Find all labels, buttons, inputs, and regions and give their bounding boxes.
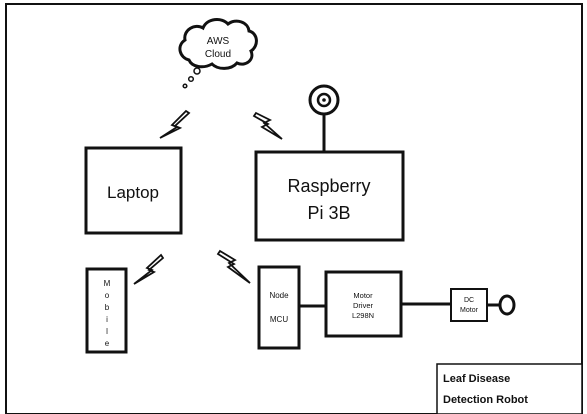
mobile-letter: M [104,279,111,288]
raspberry-label-line2: Pi 3B [307,203,350,223]
diagram-frame [5,3,583,414]
mobile-letter: l [106,327,108,336]
mobile-letter: i [106,315,108,324]
wheel-icon [498,294,516,316]
caption-box [436,363,583,414]
laptop-block [84,146,183,235]
dc-motor-label-line1: DC [464,297,474,304]
wireless-bolt-icon [133,253,165,285]
node-mcu-label-line1: Node [269,291,289,300]
cloud-label-line1: AWS [207,36,230,47]
caption-line2: Detection Robot [443,394,528,406]
mobile-label: M o b i l e [104,279,111,348]
dc-motor-label-line2: Motor [460,307,479,314]
laptop-label: Laptop [107,183,159,202]
antenna-icon [308,84,340,152]
caption-line1: Leaf Disease [443,373,510,385]
cloud-label-line2: Cloud [205,49,231,60]
mobile-letter: b [105,303,110,312]
mobile-letter: o [105,291,110,300]
node-mcu-block [257,265,301,350]
motor-driver-label-line2: Driver [353,301,374,310]
aws-cloud-icon [178,18,258,89]
dc-motor-block [450,288,488,322]
wireless-bolt-icon [216,249,251,284]
node-mcu-label-line2: MCU [270,315,288,324]
motor-driver-label-line1: Motor [353,291,373,300]
wireless-bolt-icon [159,109,191,139]
raspberry-pi-block [254,150,405,242]
mobile-block [85,267,128,354]
wireless-bolt-icon [252,111,283,140]
motor-driver-label-line3: L298N [352,311,374,320]
raspberry-label-line1: Raspberry [287,176,370,196]
mobile-letter: e [105,339,110,348]
